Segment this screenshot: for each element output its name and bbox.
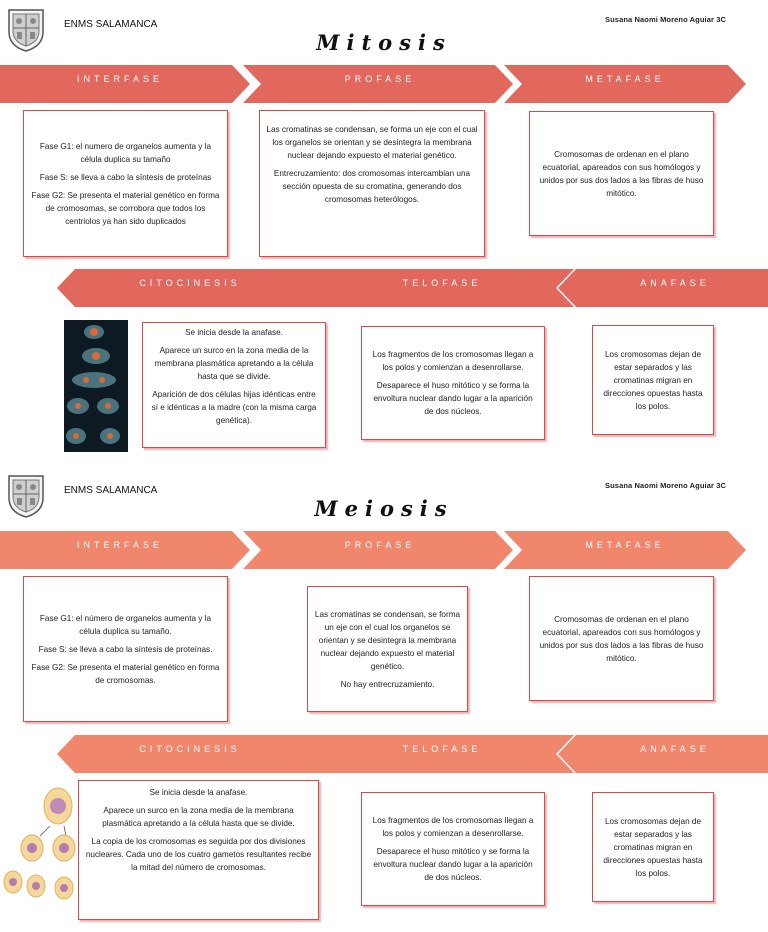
citocinesis-text-2: Aparece un surco en la zona media de la … [102, 806, 295, 828]
arrow-telofase [313, 269, 574, 307]
profase-box: Las cromatinas se condensan, se forma un… [259, 110, 485, 257]
telofase-box: Los fragmentos de los cromosomas llegan … [361, 792, 545, 906]
profase-text-2: No hay entrecruzamiento. [340, 679, 435, 689]
stage-label-citocinesis: Citocinesis [139, 744, 241, 754]
profase-box: Las cromatinas se condensan, se forma un… [307, 586, 468, 712]
stage-label-profase: Profase [344, 74, 416, 84]
interfase-text-2: Fase S: se lleva a cabo la síntesis de p… [39, 172, 212, 182]
citocinesis-text-1: Se inicia desde la anafase. [185, 328, 283, 337]
meiosis-diagram-image [3, 787, 76, 900]
interfase-text-1: Fase G1: el numero de organelos aumenta … [39, 141, 212, 164]
stage-arrow-bar-top: Interfase Profase Metafase [0, 62, 768, 106]
stage-label-metafase: Metafase [585, 540, 665, 550]
stage-label-interfase: Interfase [76, 540, 163, 550]
stage-arrow-bar-top: Interfase Profase Metafase [0, 528, 768, 572]
anafase-box: Los cromosomas dejan de estar separados … [592, 792, 714, 902]
telofase-box: Los fragmentos de los cromosomas llegan … [361, 326, 545, 440]
author-name: Susana Naomi Moreno Aguiar 3C [605, 15, 726, 24]
stage-label-anafase: Anafase [640, 744, 710, 754]
anafase-text-1: Los cromosomas dejan de estar separados … [603, 816, 703, 878]
metafase-box: Cromosomas de ordenan en el plano ecuato… [529, 576, 714, 701]
citocinesis-text-1: Se inicia desde la anafase. [149, 788, 248, 797]
citocinesis-text-3: Aparición de dos células hijas idénticas… [151, 390, 317, 425]
telofase-text-1: Los fragmentos de los cromosomas llegan … [372, 816, 534, 838]
arrow-citocinesis [57, 269, 335, 307]
citocinesis-text-2: Aparece un surco en la zona media de la … [154, 346, 314, 381]
telofase-text-2: Desaparece el huso mitótico y se forma l… [373, 847, 533, 882]
anafase-box: Los cromosomas dejan de estar separados … [592, 325, 714, 435]
stage-label-profase: Profase [344, 540, 416, 550]
arrow-metafase [504, 65, 746, 103]
interfase-text-1: Fase G1: el número de organelos aumenta … [39, 613, 212, 636]
school-crest-icon [8, 9, 44, 52]
stage-label-anafase: Anafase [640, 278, 710, 288]
telofase-text-2: Desaparece el huso mitótico y se forma l… [373, 381, 533, 416]
arrow-profase [243, 65, 513, 103]
citocinesis-box: Se inicia desde la anafase. Aparece un s… [142, 322, 326, 448]
page-title: Mitosis [316, 30, 452, 55]
stage-label-metafase: Metafase [585, 74, 665, 84]
arrow-telofase [313, 735, 574, 773]
stage-arrow-bar-bottom: Citocinesis Telofase Anafase [0, 266, 768, 310]
interfase-text-3: Fase G2: Se presenta el material genétic… [31, 190, 220, 226]
anafase-text-1: Los cromosomas dejan de estar separados … [603, 349, 703, 411]
profase-text-2: Entrecruzamiento: dos cromosomas interca… [273, 169, 471, 204]
cell-division-image [64, 320, 128, 452]
metafase-text-1: Cromosomas de ordenan en el plano ecuato… [539, 149, 704, 198]
author-name: Susana Naomi Moreno Aguiar 3C [605, 481, 726, 490]
interfase-text-3: Fase G2: Se presenta el material genétic… [31, 662, 220, 685]
page-title: Meiosis [314, 496, 454, 521]
stage-label-citocinesis: Citocinesis [139, 278, 241, 288]
stage-label-telofase: Telofase [402, 744, 482, 754]
citocinesis-text-3: La copia de los cromosomas es seguida po… [85, 837, 312, 872]
arrow-anafase [558, 735, 768, 773]
interfase-box: Fase G1: el numero de organelos aumenta … [23, 110, 228, 257]
meiosis-section: ENMS SALAMANCA Susana Naomi Moreno Aguia… [0, 466, 768, 932]
interfase-box: Fase G1: el número de organelos aumenta … [23, 576, 228, 722]
metafase-box: Cromosomas de ordenan en el plano ecuato… [529, 111, 714, 236]
interfase-text-2: Fase S: se lleva a cabo la síntesis de p… [38, 644, 213, 654]
citocinesis-box: Se inicia desde la anafase. Aparece un s… [78, 780, 319, 920]
profase-text-1: Las cromatinas se condensan, se forma un… [266, 125, 478, 160]
arrow-metafase [504, 531, 746, 569]
stage-arrow-bar-bottom: Citocinesis Telofase Anafase [0, 732, 768, 776]
telofase-text-1: Los fragmentos de los cromosomas llegan … [372, 350, 534, 372]
metafase-text-1: Cromosomas de ordenan en el plano ecuato… [539, 614, 704, 663]
mitosis-section: ENMS SALAMANCA Susana Naomi Moreno Aguia… [0, 9, 768, 452]
school-name: ENMS SALAMANCA [64, 485, 158, 496]
stage-label-telofase: Telofase [402, 278, 482, 288]
profase-text-1: Las cromatinas se condensan, se forma un… [314, 609, 461, 671]
arrow-interfase [0, 531, 250, 569]
arrow-anafase [558, 269, 768, 307]
school-name: ENMS SALAMANCA [64, 19, 158, 30]
stage-label-interfase: Interfase [76, 74, 163, 84]
arrow-interfase [0, 65, 250, 103]
arrow-profase [243, 531, 513, 569]
school-crest-icon [8, 475, 44, 518]
arrow-citocinesis [57, 735, 335, 773]
